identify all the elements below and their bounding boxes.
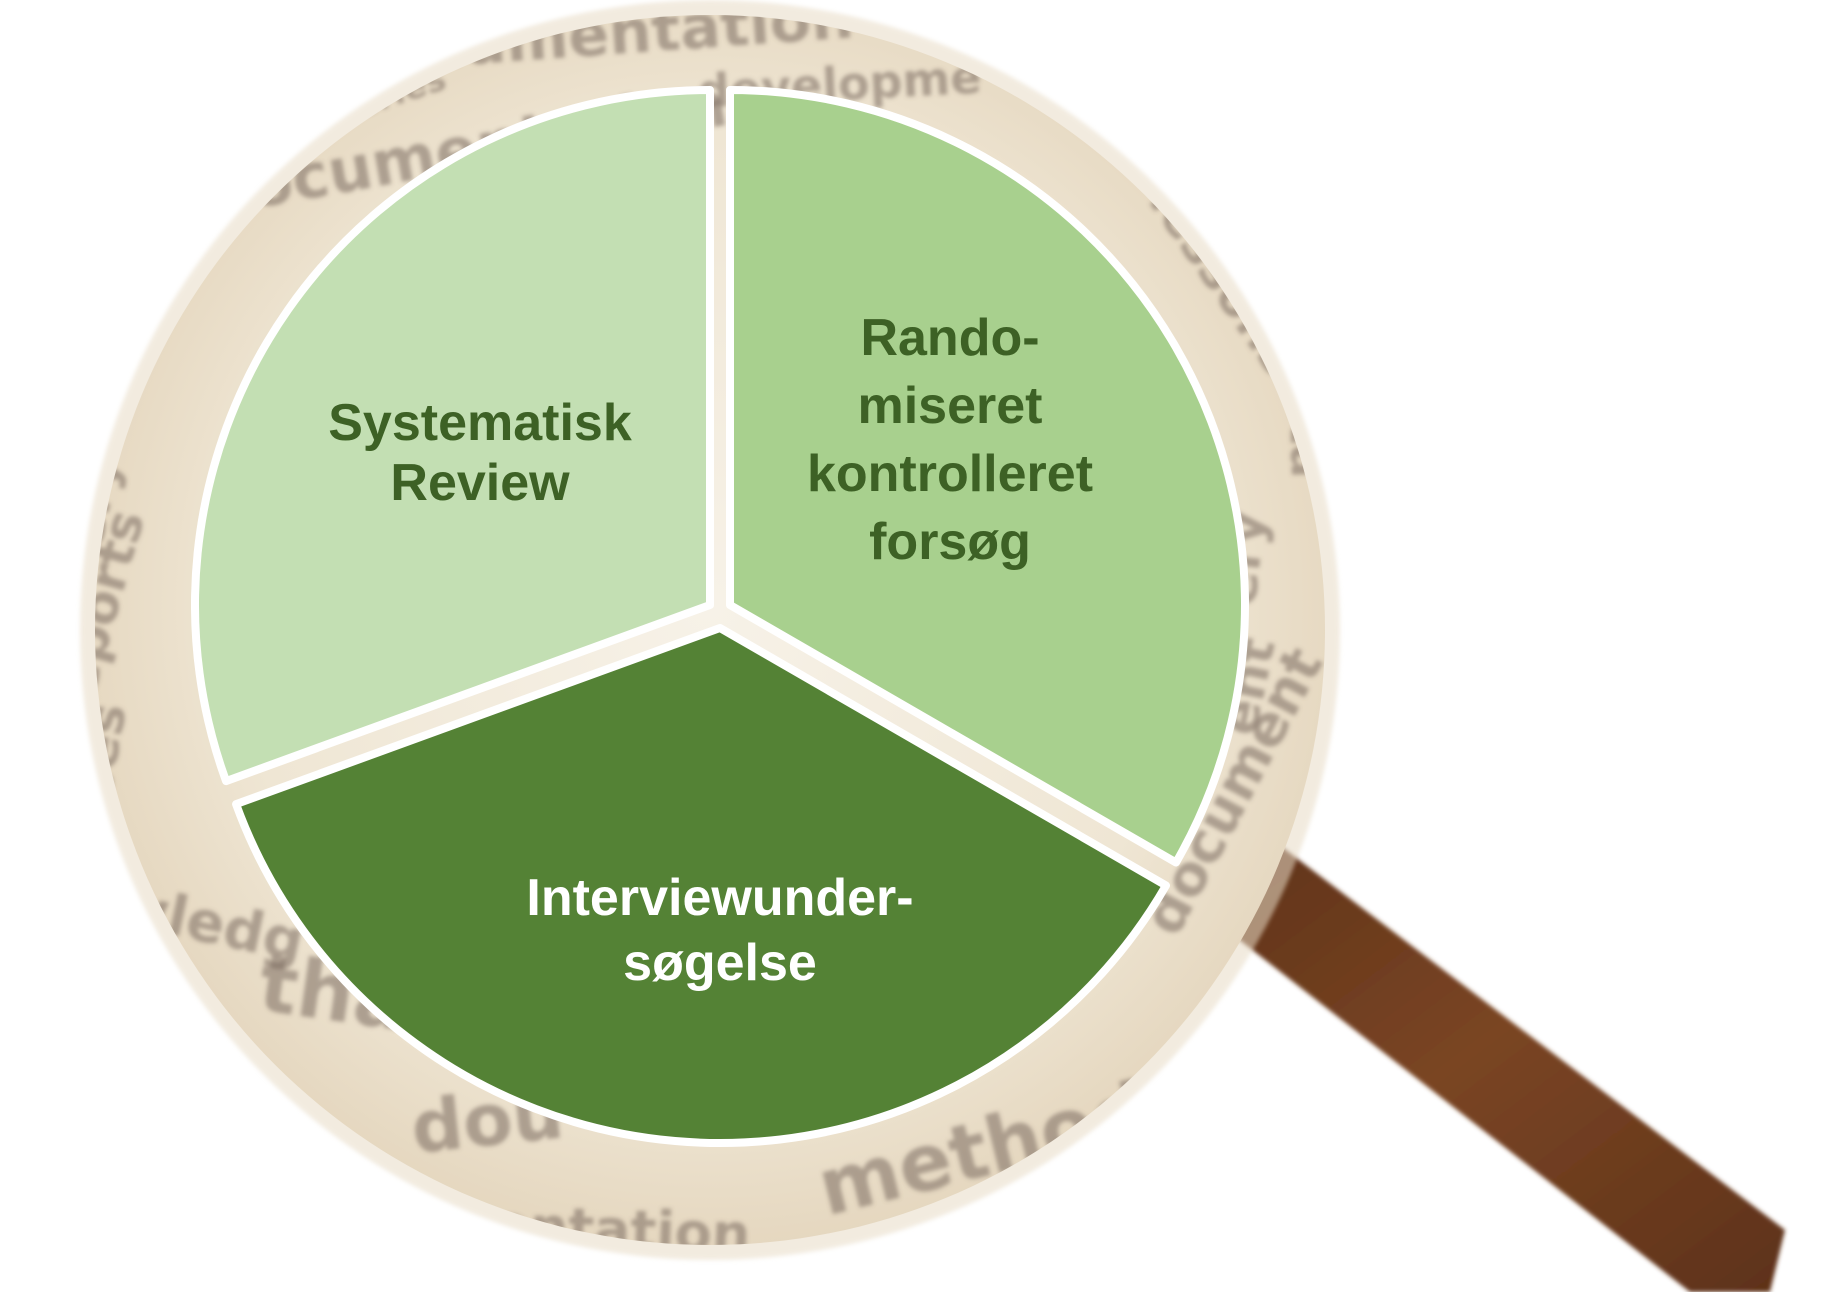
- pie-segment-randomized-controlled-trial: Rando-miseret kontrolleret forsøg: [726, 86, 1249, 867]
- segment-label-interview-study: Interviewunder-søgelse: [526, 869, 913, 992]
- segment-label-line: Interviewunder-: [526, 869, 913, 927]
- segment-label-line: Systematisk: [328, 394, 632, 452]
- segment-label-line: forsøg: [869, 513, 1031, 571]
- segment-label-line: kontrolleret: [807, 445, 1093, 503]
- segment-label-line: miseret: [858, 377, 1043, 435]
- pie-slice-randomized-controlled-trial: [726, 86, 1249, 867]
- segment-label-line: Review: [390, 454, 570, 512]
- pie-slice-interview-study: [232, 624, 1170, 1147]
- segment-label-line: søgelse: [623, 934, 817, 992]
- segment-label-line: Rando-: [860, 309, 1039, 367]
- magnifier-handle: [1150, 815, 1785, 1292]
- pie-slice-systematic-review: [191, 86, 714, 786]
- pie-segment-interview-study: Interviewunder-søgelse: [232, 624, 1170, 1147]
- segment-label-randomized-controlled-trial: Rando-miseret kontrolleret forsøg: [807, 309, 1093, 571]
